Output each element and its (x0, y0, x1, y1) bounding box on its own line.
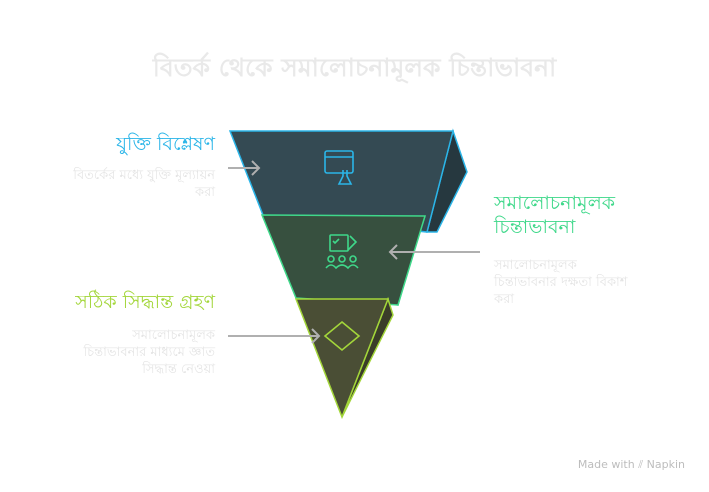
heading-line: সমালোচনামূলক (494, 192, 616, 214)
level-3-heading: সঠিক সিদ্ধান্ত গ্রহণ (75, 291, 215, 313)
desc-line: চিন্তাভাবনার মাধ্যমে জ্ঞাত (83, 345, 215, 360)
heading-line: চিন্তাভাবনা (494, 216, 576, 238)
desc-line: চিন্তাভাবনার দক্ষতা বিকাশ (494, 275, 628, 290)
funnel-level-2 (260, 214, 427, 306)
desc-line: করা (194, 185, 215, 200)
funnel-level-1 (228, 128, 468, 233)
level-1-description: বিতর্কের মধ্যে যুক্তি মূল্যায়ন করা (73, 167, 215, 201)
desc-line: সমালোচনামূলক (494, 258, 577, 273)
desc-line: সমালোচনামূলক (132, 328, 215, 343)
browser-flask-icon (324, 150, 354, 185)
diamond-icon (323, 320, 361, 352)
level-1-heading: যুক্তি বিশ্লেষণ (116, 133, 215, 155)
level-2-description: সমালোচনামূলক চিন্তাভাবনার দক্ষতা বিকাশ করা (494, 257, 628, 308)
level-3-description: সমালোচনামূলক চিন্তাভাবনার মাধ্যমে জ্ঞাত সি… (83, 327, 215, 378)
connector-arrows (228, 160, 480, 344)
napkin-logo-icon: ⫽ (638, 458, 644, 471)
desc-line: করা (494, 292, 515, 307)
napkin-watermark[interactable]: Made with ⫽ Napkin (578, 458, 685, 472)
desc-line: সিদ্ধান্ত নেওয়া (142, 362, 215, 377)
diagram-title: বিতর্ক থেকে সমালোচনামূলক চিন্তাভাবনা (152, 53, 557, 82)
made-with-label: Made with (577, 458, 635, 471)
checklist-team-icon (325, 234, 359, 270)
funnel-level-3 (294, 296, 394, 420)
desc-line: বিতর্কের মধ্যে যুক্তি মূল্যায়ন (73, 168, 215, 183)
brand-name: Napkin (646, 458, 685, 471)
